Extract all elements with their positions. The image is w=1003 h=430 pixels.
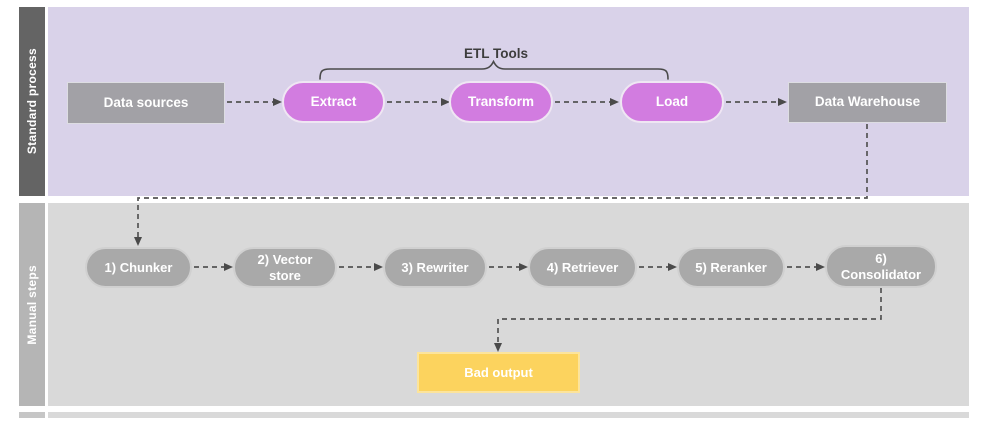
node-consolidator: 6) Consolidator <box>825 245 937 288</box>
node-extract: Extract <box>282 81 385 123</box>
lane-standard-process-header: Standard process <box>19 7 45 196</box>
lane-standard-process-label: Standard process <box>25 48 39 155</box>
lane-3-header-stub <box>19 412 45 418</box>
node-load: Load <box>620 81 724 123</box>
node-transform: Transform <box>449 81 553 123</box>
etl-tools-annotation: ETL Tools <box>464 46 528 61</box>
node-chunker: 1) Chunker <box>85 247 192 288</box>
node-retriever: 4) Retriever <box>528 247 637 288</box>
lane-manual-steps-label: Manual steps <box>25 264 39 345</box>
node-vector-store: 2) Vector store <box>233 247 337 288</box>
lane-manual-steps-header: Manual steps <box>19 203 45 406</box>
node-bad-output: Bad output <box>417 352 580 393</box>
node-rewriter: 3) Rewriter <box>383 247 487 288</box>
node-data-warehouse: Data Warehouse <box>788 82 947 123</box>
node-data-sources: Data sources <box>67 82 225 124</box>
node-reranker: 5) Reranker <box>677 247 785 288</box>
lane-3-body-stub <box>48 412 969 418</box>
